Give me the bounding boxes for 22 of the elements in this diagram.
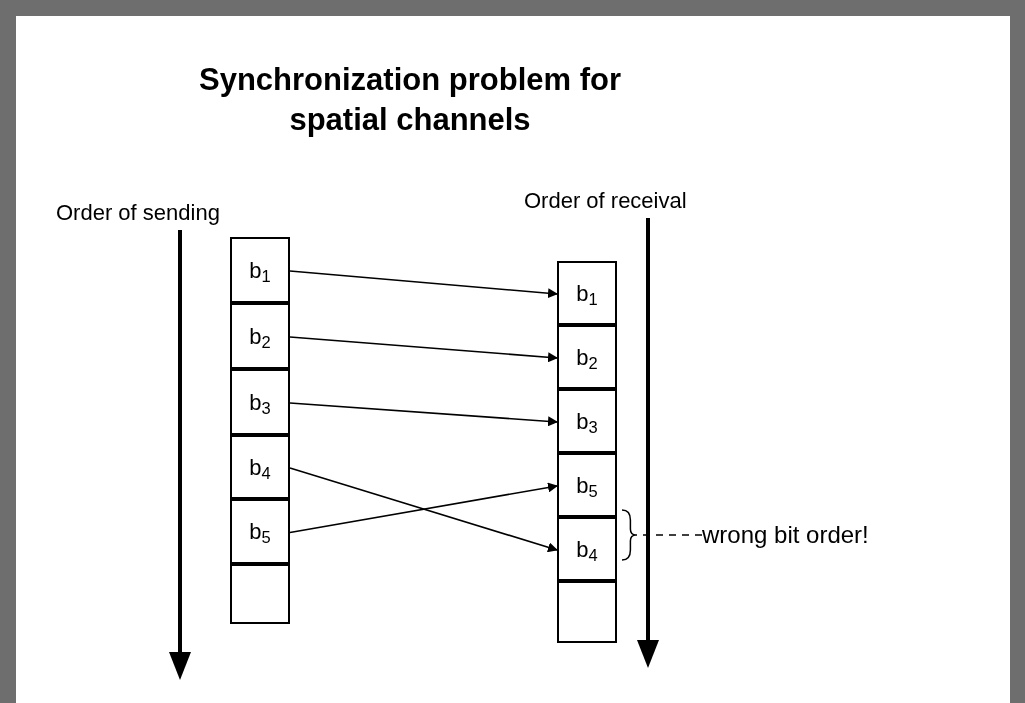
bit-cell: b$_{3}$ (557, 389, 617, 453)
axis-label: Order of sending (56, 199, 220, 227)
title: Synchronization problem for spatial channels (198, 61, 622, 139)
arrow (289, 482, 558, 534)
bit-cell: b$_{1}$ (557, 261, 617, 325)
bit-cell: b$_{4}$ (557, 517, 617, 581)
axis-label: Order of receival (524, 187, 687, 215)
arrow (289, 270, 558, 299)
note-text: wrong bit order! (702, 518, 982, 552)
bit-cell: b$_{5}$ (557, 453, 617, 517)
bit-cell: b$_{3}$ (230, 369, 290, 435)
arrow (289, 467, 558, 553)
arrow (289, 336, 558, 363)
brace (621, 509, 637, 561)
bit-cell: b$_{4}$ (230, 435, 290, 499)
bit-cell: b$_{2}$ (230, 303, 290, 369)
bit-cell (557, 581, 617, 643)
bit-cell: b$_{5}$ (230, 499, 290, 564)
bit-cell: b$_{2}$ (557, 325, 617, 389)
arrow (289, 402, 558, 427)
bit-cell: b$_{1}$ (230, 237, 290, 303)
bit-cell (230, 564, 290, 624)
